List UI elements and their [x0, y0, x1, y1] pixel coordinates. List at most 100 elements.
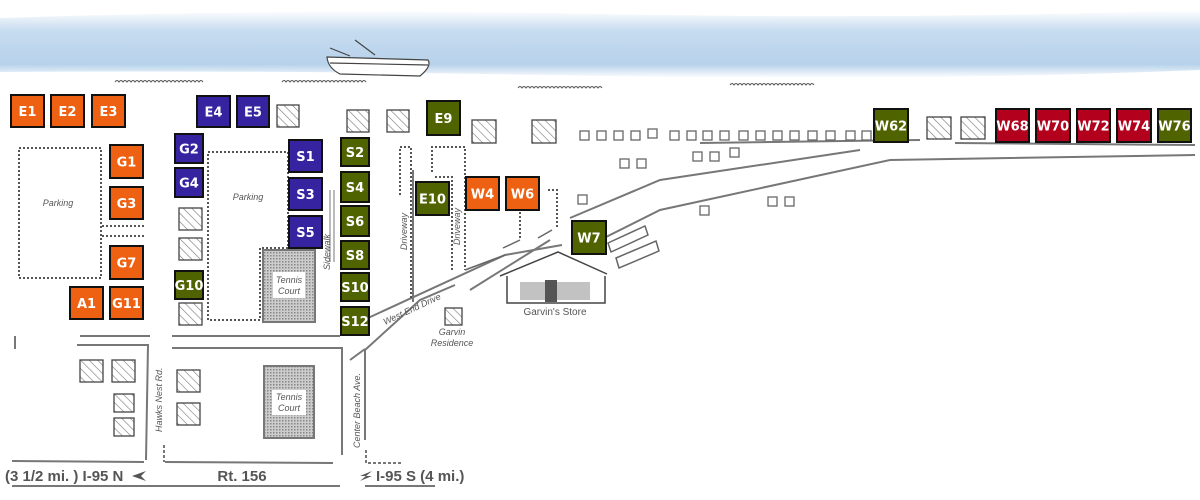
- campsite-e10[interactable]: E10: [415, 181, 450, 216]
- campsite-marker[interactable]: [174, 270, 204, 300]
- campsite-e1[interactable]: E1: [10, 94, 45, 128]
- campsite-s5[interactable]: S5: [288, 215, 323, 249]
- campsite-e5[interactable]: E5: [236, 95, 270, 128]
- cabin-icon: [692, 151, 703, 162]
- i95-south-label: I-95 S (4 mi.): [376, 468, 464, 485]
- driveway-label: Driveway: [399, 212, 409, 250]
- campsite-g11[interactable]: G11: [109, 286, 144, 320]
- building-icon: [444, 307, 463, 326]
- campsite-marker[interactable]: [10, 94, 45, 128]
- cabin-icon: [577, 194, 588, 205]
- campsite-marker[interactable]: [571, 220, 607, 255]
- campsite-marker[interactable]: [873, 108, 909, 143]
- water: [0, 10, 1200, 78]
- campsite-marker[interactable]: [1157, 108, 1192, 143]
- campsite-w6[interactable]: W6: [505, 176, 540, 211]
- campsite-marker[interactable]: [340, 171, 370, 203]
- campsite-marker[interactable]: [340, 306, 370, 336]
- campsite-s8[interactable]: S8: [340, 240, 370, 270]
- campsite-label: W7: [577, 232, 600, 247]
- campsite-marker[interactable]: [109, 186, 144, 220]
- campsite-g2[interactable]: G2: [174, 133, 204, 164]
- sidewalk-label: Sidewalk: [322, 233, 332, 270]
- campsite-label: G11: [112, 297, 141, 312]
- campsite-marker[interactable]: [1035, 108, 1071, 143]
- campsite-marker[interactable]: [505, 176, 540, 211]
- campsite-s2[interactable]: S2: [340, 137, 370, 167]
- campsite-e3[interactable]: E3: [91, 94, 126, 128]
- campsite-s4[interactable]: S4: [340, 171, 370, 203]
- campsite-g1[interactable]: G1: [109, 144, 144, 179]
- campsite-marker[interactable]: [174, 167, 204, 198]
- campsite-marker[interactable]: [340, 137, 370, 167]
- cabin-icon: [789, 130, 800, 141]
- campsite-s12[interactable]: S12: [340, 306, 370, 336]
- campsite-w76[interactable]: W76: [1157, 108, 1192, 143]
- campsite-e9[interactable]: E9: [426, 100, 461, 136]
- campsite-marker[interactable]: [109, 245, 144, 280]
- campsite-marker[interactable]: [340, 240, 370, 270]
- campsite-marker[interactable]: [465, 176, 500, 211]
- campsite-marker[interactable]: [288, 177, 323, 211]
- campsite-label: G7: [117, 257, 137, 272]
- campsite-marker[interactable]: [196, 95, 231, 128]
- campsite-marker[interactable]: [415, 181, 450, 216]
- hawks-nest-rd-label: Hawks Nest Rd.: [154, 367, 164, 432]
- campsite-w7[interactable]: W7: [571, 220, 607, 255]
- rt156-label: Rt. 156: [217, 468, 266, 485]
- campsite-w68[interactable]: W68: [995, 108, 1030, 143]
- campsite-g10[interactable]: G10: [174, 270, 204, 300]
- campsite-label: S1: [296, 150, 314, 165]
- campsite-g3[interactable]: G3: [109, 186, 144, 220]
- i95-north-label: (3 1/2 mi. ) I-95 N: [5, 468, 123, 485]
- campsite-s6[interactable]: S6: [340, 205, 370, 237]
- campsite-marker[interactable]: [288, 215, 323, 249]
- campsite-e4[interactable]: E4: [196, 95, 231, 128]
- campsite-marker[interactable]: [109, 144, 144, 179]
- campsite-label: G1: [117, 156, 137, 171]
- cabin-icon: [647, 128, 658, 139]
- campsite-g7[interactable]: G7: [109, 245, 144, 280]
- cabin-icon: [755, 130, 766, 141]
- campsite-marker[interactable]: [995, 108, 1030, 143]
- campsite-label: S10: [341, 281, 368, 296]
- campsite-g4[interactable]: G4: [174, 167, 204, 198]
- cabin-icon: [807, 130, 818, 141]
- campsite-w62[interactable]: W62: [873, 108, 909, 143]
- building-icon: [531, 119, 557, 144]
- campsite-s1[interactable]: S1: [288, 139, 323, 173]
- campsite-w72[interactable]: W72: [1076, 108, 1111, 143]
- campsite-marker[interactable]: [69, 286, 104, 320]
- garvins-store-label: Garvin's Store: [523, 307, 586, 318]
- campsite-e2[interactable]: E2: [50, 94, 85, 128]
- campsite-marker[interactable]: [174, 133, 204, 164]
- campsite-w70[interactable]: W70: [1035, 108, 1071, 143]
- campsite-s3[interactable]: S3: [288, 177, 323, 211]
- tennis-court-label: Tennis: [276, 275, 303, 285]
- campsite-marker[interactable]: [50, 94, 85, 128]
- tennis-court-label: Tennis: [276, 392, 303, 402]
- campsite-marker[interactable]: [1076, 108, 1111, 143]
- cabin-icon: [702, 130, 713, 141]
- cabin-icon: [636, 158, 647, 169]
- building-icon: [79, 359, 104, 383]
- campsite-marker[interactable]: [340, 205, 370, 237]
- campsite-label: W4: [471, 188, 494, 203]
- campsite-marker[interactable]: [109, 286, 144, 320]
- campsite-marker[interactable]: [340, 272, 370, 302]
- campsite-w4[interactable]: W4: [465, 176, 500, 211]
- campsite-marker[interactable]: [1116, 108, 1152, 143]
- campsite-marker[interactable]: [426, 100, 461, 136]
- arrow-left-icon: [132, 471, 146, 481]
- campsite-s10[interactable]: S10: [340, 272, 370, 302]
- campsite-marker[interactable]: [91, 94, 126, 128]
- campsite-w74[interactable]: W74: [1116, 108, 1152, 143]
- cabin-icon: [613, 130, 624, 141]
- campsite-a1[interactable]: A1: [69, 286, 104, 320]
- campsite-marker[interactable]: [236, 95, 270, 128]
- campsite-label: W68: [996, 120, 1028, 135]
- campsite-label: S6: [346, 215, 364, 230]
- campsite-marker[interactable]: [288, 139, 323, 173]
- cabin-icon: [669, 130, 680, 141]
- campsite-label: G2: [179, 143, 199, 158]
